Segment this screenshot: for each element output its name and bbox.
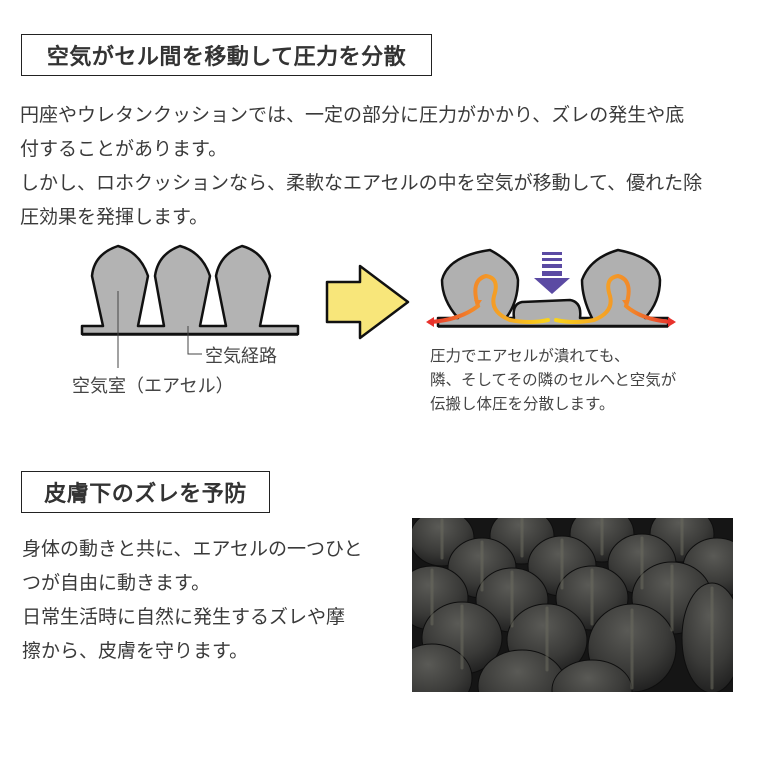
cushion-cells-image — [412, 518, 733, 692]
caption-line: 隣、そしてその隣のセルへと空気が — [430, 371, 677, 389]
section-heading-pressure-distribution: 空気がセル間を移動して圧力を分散 — [21, 34, 432, 76]
air-cell-rest-diagram — [80, 244, 410, 368]
paragraph-line: つが自由に動きます。 — [22, 572, 211, 594]
pressure-diagram-caption: 圧力でエアセルが潰れても、 隣、そしてその隣のセルへと空気が 伝搬し体圧を分散し… — [430, 344, 676, 416]
paragraph-line: 圧効果を発揮します。 — [20, 206, 209, 228]
airflow-arrows — [426, 273, 676, 327]
leader-line-air-path — [187, 326, 202, 355]
right-arrow-icon — [325, 264, 410, 340]
section-heading-shear-prevention: 皮膚下のズレを予防 — [21, 471, 270, 513]
intro-paragraph: 円座やウレタンクッションでは、一定の部分に圧力がかかり、ズレの発生や底 付するこ… — [20, 98, 750, 234]
paragraph-line: しかし、ロホクッションなら、柔軟なエアセルの中を空気が移動して、優れた除 — [20, 172, 703, 194]
air-cell-pressure-diagram — [426, 248, 676, 328]
heading-text: 皮膚下のズレを予防 — [44, 482, 247, 507]
paragraph-line: 円座やウレタンクッションでは、一定の部分に圧力がかかり、ズレの発生や底 — [20, 104, 685, 126]
paragraph-line: 日常生活時に自然に発生するズレや摩 — [22, 606, 346, 628]
shear-paragraph: 身体の動きと共に、エアセルの一つひと つが自由に動きます。 日常生活時に自然に発… — [22, 532, 392, 668]
air-cells-illustration — [80, 244, 300, 336]
paragraph-line: 擦から、皮膚を守ります。 — [22, 640, 249, 662]
pressure-down-arrow-icon — [534, 252, 570, 294]
caption-line: 圧力でエアセルが潰れても、 — [430, 347, 630, 365]
heading-text: 空気がセル間を移動して圧力を分散 — [46, 45, 407, 70]
air-cell-cushion-photo — [412, 518, 733, 692]
caption-line: 伝搬し体圧を分散します。 — [430, 395, 615, 413]
paragraph-line: 付することがあります。 — [20, 138, 228, 160]
label-air-path: 空気経路 — [205, 346, 277, 367]
label-air-cell: 空気室（エアセル） — [72, 376, 234, 397]
paragraph-line: 身体の動きと共に、エアセルの一つひと — [22, 538, 363, 560]
